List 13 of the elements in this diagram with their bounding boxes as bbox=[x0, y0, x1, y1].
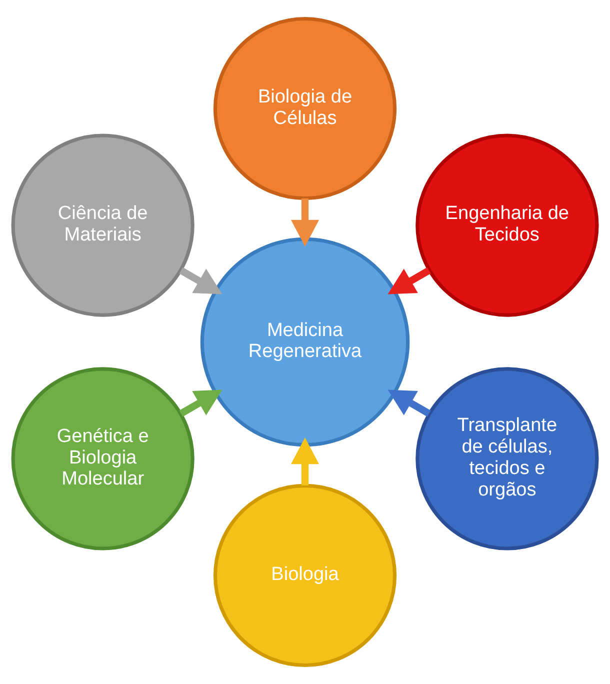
node-circle: Genética e Biologia Molecular bbox=[11, 367, 194, 550]
node-circle: Biologia bbox=[213, 484, 397, 668]
arrow bbox=[290, 437, 320, 486]
arrow bbox=[290, 198, 320, 247]
arrow bbox=[179, 267, 222, 294]
arrow bbox=[388, 390, 431, 417]
node-circle: Transplante de células, tecidos e orgãos bbox=[416, 367, 599, 550]
arrow bbox=[388, 267, 431, 294]
node-circle: Ciência de Materiais bbox=[11, 134, 194, 317]
node-circle: Biologia de Células bbox=[213, 16, 397, 200]
node-circle: Engenharia de Tecidos bbox=[416, 134, 599, 317]
node-circle: Medicina Regenerativa bbox=[200, 237, 410, 447]
arrow bbox=[179, 390, 222, 417]
